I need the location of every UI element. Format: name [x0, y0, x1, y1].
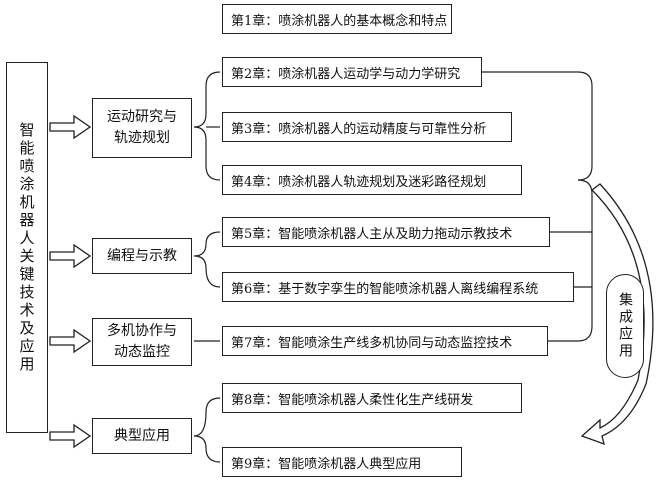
category-application-label: 典型应用 [114, 427, 170, 444]
chapter-9-label: 第9章：智能喷涂机器人典型应用 [231, 456, 422, 472]
category-brackets [193, 71, 221, 463]
chapter-3: 第3章：喷涂机器人的运动精度与可靠性分析 [222, 112, 512, 142]
bracket-programming [193, 231, 221, 288]
chapter-7: 第7章：智能喷涂生产线多机协同与动态监控技术 [222, 326, 548, 356]
integration-bracket [452, 71, 593, 342]
bracket-motion [193, 71, 221, 181]
chapter-5: 第5章：智能喷涂机器人主从及助力拖动示教技术 [222, 217, 550, 247]
root-to-category-arrows [49, 114, 92, 449]
category-multi: 多机协作与 动态监控 [92, 318, 192, 366]
bracket-application [193, 397, 221, 463]
category-application: 典型应用 [92, 418, 192, 454]
category-motion: 运动研究与 轨迹规划 [92, 98, 192, 158]
category-programming: 编程与示教 [92, 238, 192, 274]
arrow-to-motion [49, 114, 92, 140]
chapter-8-label: 第8章：智能喷涂机器人柔性化生产线研发 [231, 392, 474, 408]
arrow-to-application [49, 423, 92, 449]
category-programming-label: 编程与示教 [107, 247, 177, 264]
category-multi-label: 多机协作与 动态监控 [107, 323, 177, 360]
arrow-to-multi [49, 328, 92, 354]
integration-box: 集成应用 [606, 274, 644, 378]
chapter-4: 第4章：喷涂机器人轨迹规划及迷彩路径规划 [222, 165, 522, 195]
chapter-6-label: 第6章：基于数字孪生的智能喷涂机器人离线编程系统 [231, 281, 539, 297]
chapter-4-label: 第4章：喷涂机器人轨迹规划及迷彩路径规划 [231, 174, 487, 190]
root-topic-box: 智能喷涂机器人关键技术及应用 [6, 62, 48, 433]
chapter-7-label: 第7章：智能喷涂生产线多机协同与动态监控技术 [231, 335, 513, 351]
chapter-9: 第9章：智能喷涂机器人典型应用 [222, 447, 462, 477]
arrow-to-programming [49, 243, 92, 269]
chapter-6: 第6章：基于数字孪生的智能喷涂机器人离线编程系统 [222, 272, 574, 302]
chapter-1-label: 第1章：喷涂机器人的基本概念和特点 [231, 13, 448, 29]
chapter-3-label: 第3章：喷涂机器人的运动精度与可靠性分析 [231, 121, 487, 137]
root-topic-label: 智能喷涂机器人关键技术及应用 [17, 121, 36, 374]
category-motion-label: 运动研究与 轨迹规划 [107, 109, 177, 146]
chapter-2-label: 第2章：喷涂机器人运动学与动力学研究 [231, 66, 461, 82]
integration-label: 集成应用 [617, 292, 633, 360]
chapter-8: 第8章：智能喷涂机器人柔性化生产线研发 [222, 383, 522, 413]
chapter-1: 第1章：喷涂机器人的基本概念和特点 [222, 4, 452, 34]
chapter-5-label: 第5章：智能喷涂机器人主从及助力拖动示教技术 [231, 226, 513, 242]
chapter-2: 第2章：喷涂机器人运动学与动力学研究 [222, 57, 482, 87]
